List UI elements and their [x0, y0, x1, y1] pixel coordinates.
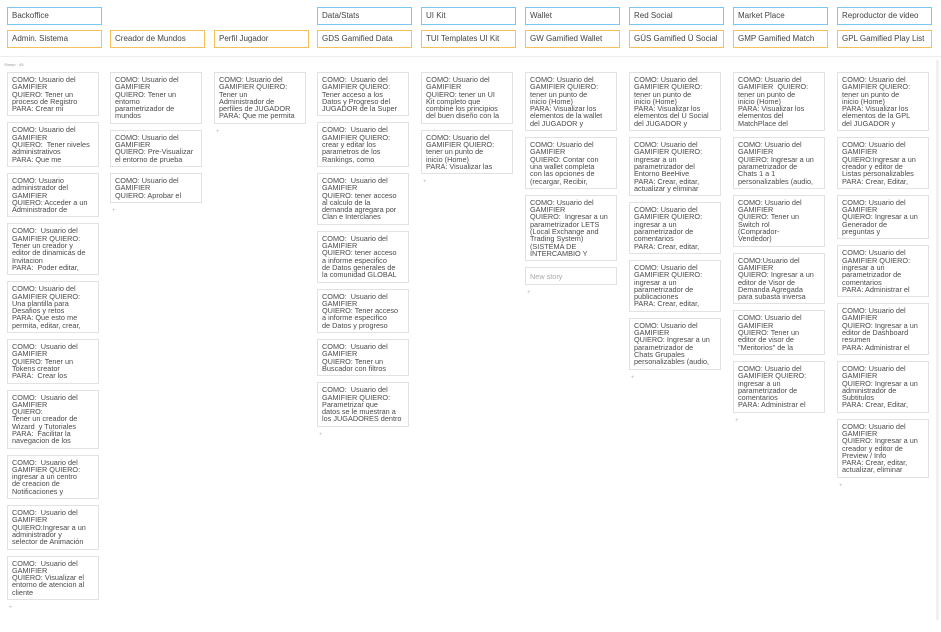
story-card[interactable]: COMO: Usuario del GAMIFIER QUIERO: tener…: [421, 129, 513, 175]
feature-card[interactable]: Admin. Sistema: [7, 30, 102, 48]
story-card[interactable]: COMO: Usuario del GAMIFIER QUIERO: Tener…: [733, 194, 825, 247]
story-card[interactable]: COMO: Usuario del GAMIFIER QUIERO: crear…: [317, 122, 409, 167]
feature-card[interactable]: GÜS Gamified Ü Social: [629, 30, 724, 48]
epic-card[interactable]: Reproductor de video: [837, 7, 932, 25]
story-card[interactable]: COMO: Usuario del GAMIFIER QUIERO: Ingre…: [629, 317, 721, 370]
story-card[interactable]: COMO: Usuario del GAMIFIER QUIERO: tener…: [629, 72, 721, 132]
story-card[interactable]: COMO: Usuario del GAMIFIER QUIERO: Una p…: [7, 281, 99, 334]
story-card[interactable]: COMO: Usuario del GAMIFIER QUIERO: Tener…: [7, 223, 99, 276]
story-column: COMO: Usuario del GAMIFIER QUIERO: tener…: [629, 72, 721, 382]
story-card[interactable]: COMO: Usuario del GAMIFIER QUIERO: Ingre…: [837, 303, 929, 355]
story-column: COMO: Usuario del GAMIFIER QUIERO: tener…: [733, 72, 825, 425]
epic-card[interactable]: Data/Stats: [317, 7, 412, 25]
add-story-icon[interactable]: +: [112, 207, 116, 214]
story-card[interactable]: COMO: Usuario del GAMIFIER QUIERO: tener…: [317, 230, 409, 283]
story-card[interactable]: COMO: Usuario del GAMIFIER QUIERO: Tener…: [214, 72, 306, 124]
story-card[interactable]: COMO: Usuario del GAMIFIER QUIERO: Param…: [317, 382, 409, 427]
story-card[interactable]: COMO: Usuario del GAMIFIER QUIERO: tener…: [837, 72, 929, 132]
story-column: COMO: Usuario del GAMIFIER QUIERO: Tener…: [7, 72, 99, 612]
new-story-card[interactable]: New story: [525, 267, 617, 286]
story-card[interactable]: COMO: Usuario administrador del GAMIFIER…: [7, 172, 99, 218]
story-card[interactable]: COMO: Usuario del GAMIFIER QUIERO: Tener…: [317, 339, 409, 377]
story-card[interactable]: COMO: Usuario del GAMIFIER QUIERO:Ingres…: [837, 137, 929, 189]
story-card[interactable]: COMO: Usuario del GAMIFIER QUIERO: tener…: [421, 72, 513, 124]
story-card[interactable]: COMO: Usuario del GAMIFIER QUIERO: Tener…: [317, 288, 409, 334]
story-column: COMO: Usuario del GAMIFIER QUIERO: tener…: [421, 72, 513, 186]
story-card[interactable]: COMO: Usuario del GAMIFIER QUIERO: ingre…: [837, 245, 929, 298]
story-card[interactable]: COMO: Usuario del GAMIFIER QUIERO: tener…: [525, 72, 617, 132]
epic-card[interactable]: Wallet: [525, 7, 620, 25]
story-card[interactable]: COMO: Usuario del GAMIFIER QUIERO: Visua…: [7, 555, 99, 601]
release-label: Sheep · 45: [4, 62, 24, 67]
epic-card[interactable]: Market Place: [733, 7, 828, 25]
add-story-icon[interactable]: +: [839, 482, 843, 489]
story-card[interactable]: COMO: Usuario del GAMIFIER QUIERO: Conta…: [525, 137, 617, 189]
add-story-icon[interactable]: +: [319, 431, 323, 438]
story-card[interactable]: COMO: Usuario del GAMIFIER QUIERO: Ingre…: [837, 360, 929, 413]
story-card[interactable]: COMO: Usuario del GAMIFIER QUIERO: Pre-V…: [110, 129, 202, 167]
story-card[interactable]: COMO:Usuario del GAMIFIER QUIERO: Ingres…: [733, 252, 825, 305]
epic-card[interactable]: UI Kit: [421, 7, 516, 25]
story-card[interactable]: COMO: Usuario del GAMIFIER QUIERO:Ingres…: [7, 505, 99, 550]
story-card[interactable]: COMO: Usuario del GAMIFIER QUIERO: ingre…: [629, 137, 721, 197]
feature-card[interactable]: GDS Gamified Data: [317, 30, 412, 48]
story-card[interactable]: COMO: Usuario del GAMIFIER QUIERO: ingre…: [733, 360, 825, 413]
story-card[interactable]: COMO: Usuario del GAMIFIER QUIERO: ingre…: [629, 259, 721, 312]
story-column: COMO: Usuario del GAMIFIER QUIERO: Tener…: [317, 72, 409, 439]
story-card[interactable]: COMO: Usuario del GAMIFIER QUIERO: Tener…: [7, 72, 99, 117]
story-card[interactable]: COMO: Usuario del GAMIFIER QUIERO: tener…: [733, 72, 825, 132]
add-story-icon[interactable]: +: [9, 605, 13, 612]
story-card[interactable]: COMO: Usuario del GAMIFIER QUIERO: tener…: [317, 172, 409, 225]
story-column: COMO: Usuario del GAMIFIER QUIERO: tener…: [525, 72, 617, 297]
story-card[interactable]: COMO: Usuario del GAMIFIER QUIERO: ingre…: [629, 202, 721, 254]
add-story-icon[interactable]: +: [216, 128, 220, 135]
story-card[interactable]: COMO: Usuario del GAMIFIER QUIERO: ingre…: [7, 454, 99, 500]
add-story-icon[interactable]: +: [631, 374, 635, 381]
feature-card[interactable]: Perfil Jugador: [214, 30, 309, 48]
story-card[interactable]: COMO: Usuario del GAMIFIER QUIERO: Ingre…: [837, 194, 929, 240]
story-column: COMO: Usuario del GAMIFIER QUIERO: tener…: [837, 72, 929, 490]
story-card[interactable]: COMO: Usuario del GAMIFIER QUIERO: Aprob…: [110, 172, 202, 203]
story-column: COMO: Usuario del GAMIFIER QUIERO: Tener…: [110, 72, 202, 215]
feature-card[interactable]: GW Gamified Wallet: [525, 30, 620, 48]
release-divider: [0, 56, 941, 57]
story-card[interactable]: COMO: Usuario del GAMIFIER QUIERO: Tener…: [7, 389, 99, 449]
feature-card[interactable]: GPL Gamified Play List: [837, 30, 932, 48]
story-card[interactable]: COMO: Usuario del GAMIFIER QUIERO: Ingre…: [837, 418, 929, 478]
vertical-scrollbar[interactable]: [936, 60, 939, 620]
add-story-icon[interactable]: +: [423, 179, 427, 186]
story-column: COMO: Usuario del GAMIFIER QUIERO: Tener…: [214, 72, 306, 136]
feature-card[interactable]: GMP Gamified Match: [733, 30, 828, 48]
feature-card[interactable]: TUI Templates UI Kit: [421, 30, 516, 48]
story-card[interactable]: COMO: Usuario del GAMIFIER QUIERO: Ingre…: [733, 137, 825, 189]
epic-card[interactable]: Red Social: [629, 7, 724, 25]
story-card[interactable]: COMO: Usuario del GAMIFIER QUIERO: Tener…: [7, 339, 99, 384]
story-card[interactable]: COMO: Usuario del GAMIFIER QUIERO: Tener…: [317, 72, 409, 117]
epic-card[interactable]: Backoffice: [7, 7, 102, 25]
story-card[interactable]: COMO: Usuario del GAMIFIER QUIERO: Tener…: [110, 72, 202, 124]
add-story-icon[interactable]: +: [735, 417, 739, 424]
feature-card[interactable]: Creador de Mundos: [110, 30, 205, 48]
story-card[interactable]: COMO: Usuario del GAMIFIER QUIERO: Tener…: [7, 122, 99, 167]
story-card[interactable]: COMO: Usuario del GAMIFIER QUIERO: Tener…: [733, 310, 825, 355]
add-story-icon[interactable]: +: [527, 290, 531, 297]
story-card[interactable]: COMO: Usuario del GAMIFIER QUIERO: Ingre…: [525, 194, 617, 262]
